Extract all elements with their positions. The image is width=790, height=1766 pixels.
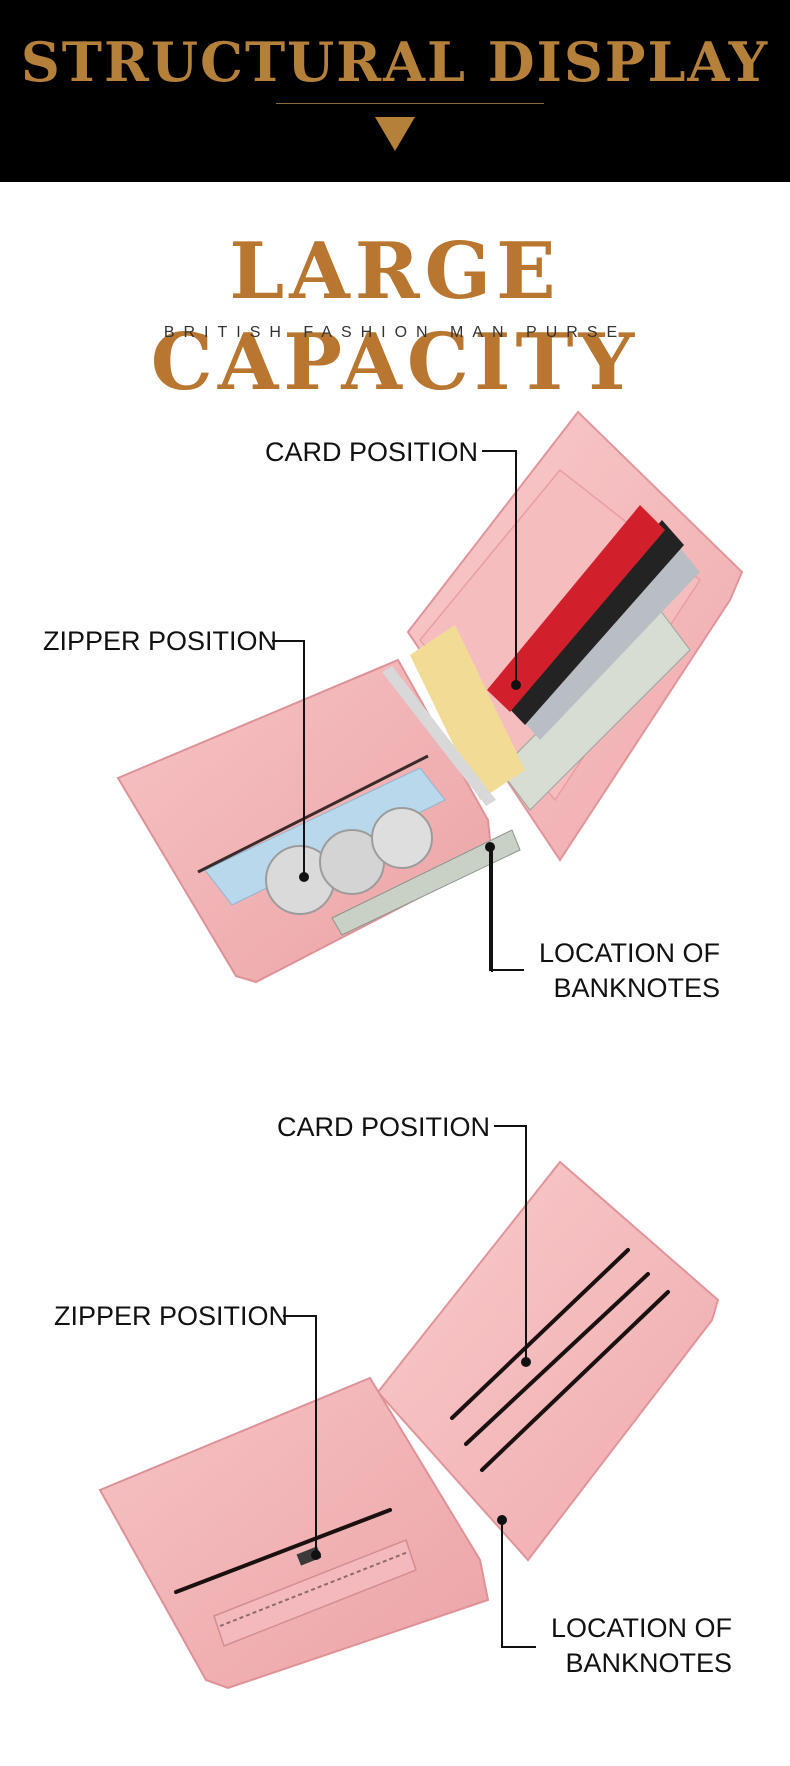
banknote-label-2-line2: BANKNOTES <box>565 1648 732 1678</box>
zipper-position-label-2: ZIPPER POSITION <box>54 1301 289 1331</box>
banknote-label-line1: LOCATION OF <box>538 938 720 968</box>
card-position-label: CARD POSITION <box>264 437 478 467</box>
header-band <box>0 0 790 182</box>
capacity-subtitle: BRITISH FASHION MAN PURSE <box>163 324 627 341</box>
header-title: STRUCTURAL DISPLAY <box>20 30 770 94</box>
banknote-label-2-line1: LOCATION OF <box>550 1613 732 1643</box>
capacity-title: LARGE CAPACITY <box>150 226 640 408</box>
header-divider <box>276 103 544 104</box>
banknote-label-line2: BANKNOTES <box>553 973 720 1003</box>
down-arrow-icon <box>375 117 415 151</box>
card-position-label-2: CARD POSITION <box>276 1112 490 1142</box>
zipper-position-label: ZIPPER POSITION <box>43 626 278 656</box>
